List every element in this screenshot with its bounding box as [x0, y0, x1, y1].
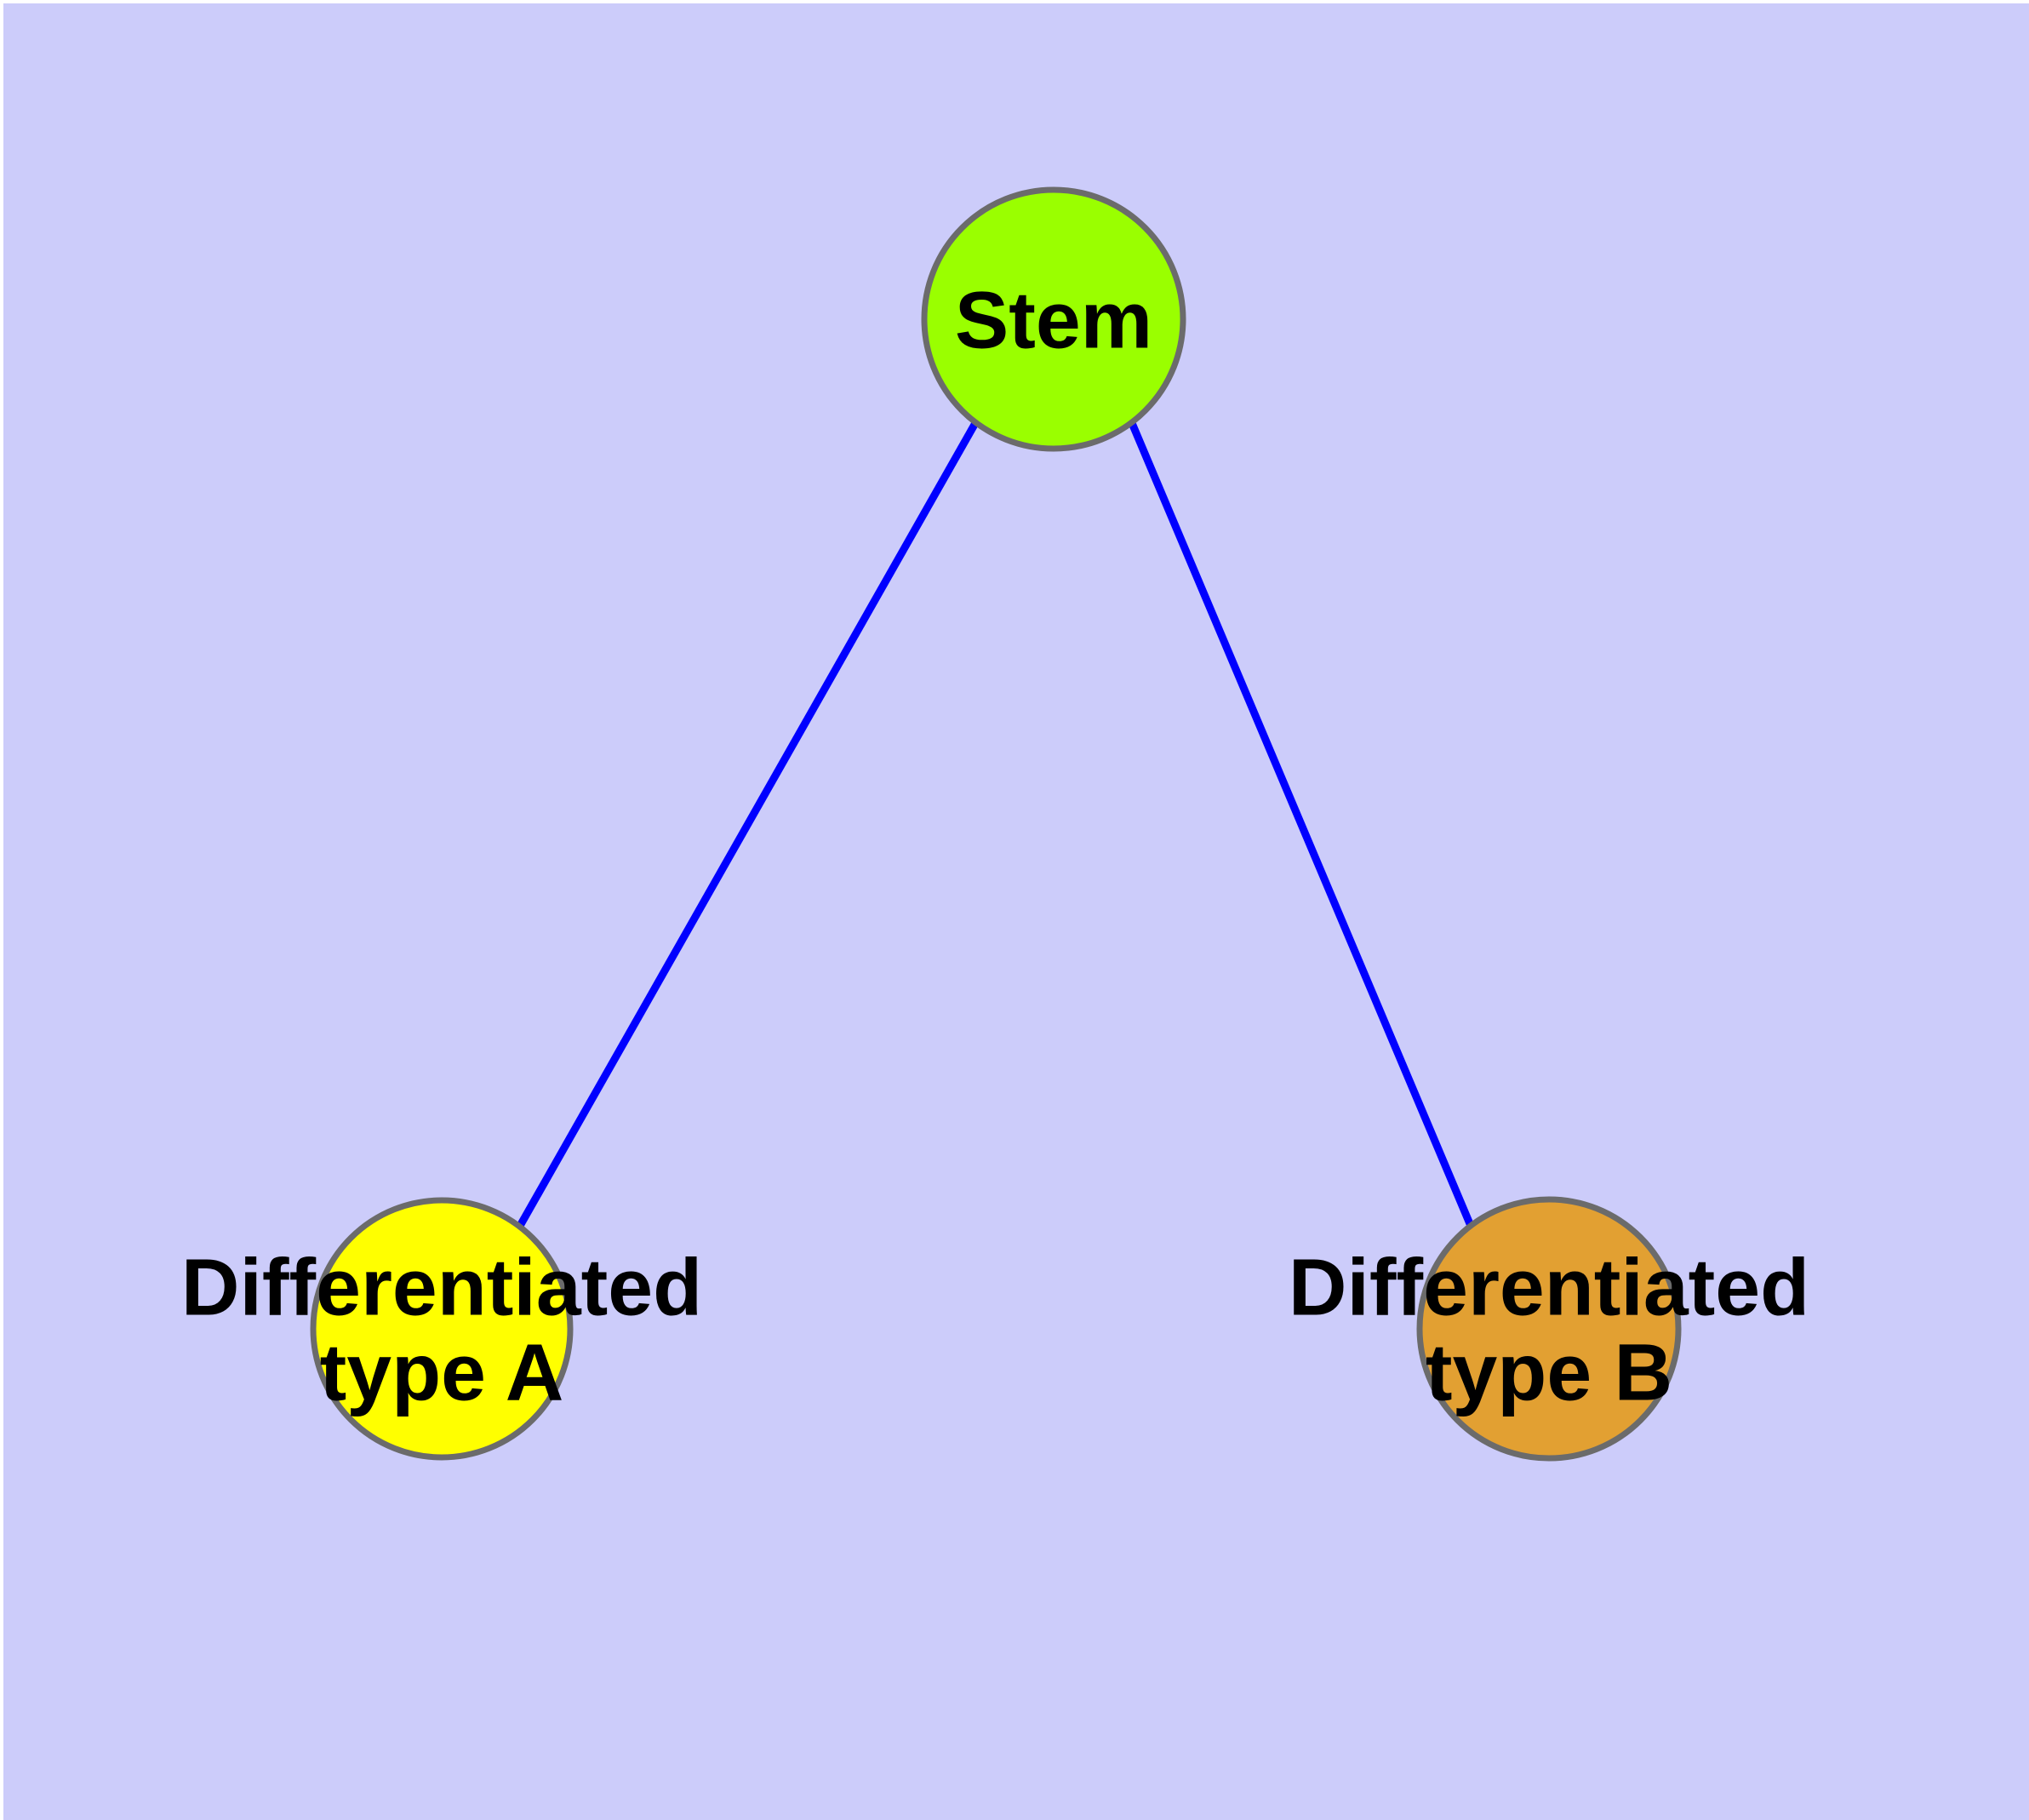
node-label-line: type B	[1426, 1328, 1672, 1418]
edge-stem-to-differentiated-type-b	[1128, 421, 1475, 1228]
node-layer	[310, 186, 1682, 1462]
node-label-line: Differentiated	[181, 1243, 702, 1333]
node-stem-label: Stem	[955, 276, 1152, 366]
node-stem-circle[interactable]	[921, 186, 1186, 452]
node-label-line: Differentiated	[1289, 1243, 1809, 1333]
node-differentiated-type-b-circle[interactable]	[1416, 1196, 1682, 1462]
node-label-line: type A	[320, 1328, 564, 1418]
node-label-line: Stem	[955, 276, 1152, 366]
edge-layer	[517, 421, 1475, 1228]
node-differentiated-type-a-circle[interactable]	[310, 1197, 574, 1461]
edge-stem-to-differentiated-type-a	[517, 421, 979, 1228]
